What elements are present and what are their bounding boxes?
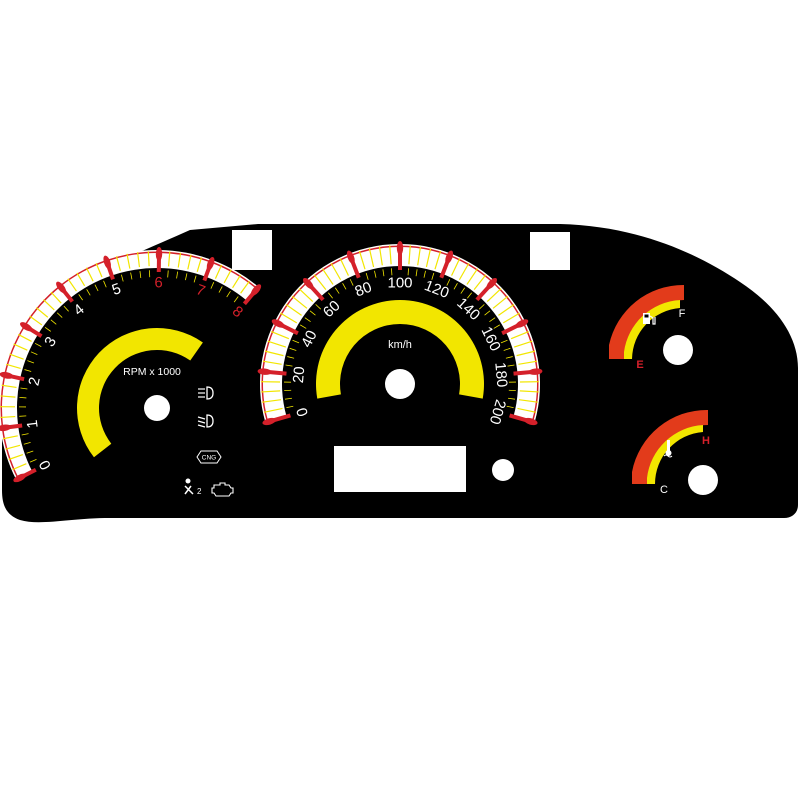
temp-needle-hub [688, 465, 718, 495]
speedometer-unit-label: km/h [388, 339, 412, 351]
temp-cold-label: C [660, 484, 668, 496]
fuel-empty-label: E [636, 359, 643, 371]
tachometer-needle-hub [144, 395, 170, 421]
temp-hot-label: H [702, 435, 710, 447]
fuel-full-label: F [679, 308, 686, 320]
svg-text:2: 2 [197, 487, 202, 496]
mounting-hole-right [530, 232, 570, 270]
speedometer-tick-marker [397, 241, 403, 255]
tachometer-inner-tick [19, 397, 26, 398]
speedometer-label: 100 [387, 274, 412, 291]
speedometer-needle-hub [385, 369, 415, 399]
tachometer-minor-tick [148, 251, 149, 266]
mounting-hole-left [232, 230, 272, 270]
tachometer-inner-tick [168, 270, 169, 277]
speedometer-label: 180 [491, 362, 510, 388]
trip-reset-knob[interactable] [492, 459, 514, 481]
fuel-needle-hub [663, 335, 693, 365]
tachometer-label: 6 [154, 274, 163, 291]
odometer-window [334, 446, 466, 492]
speedometer-label: 20 [290, 366, 308, 384]
tachometer-unit-label: RPM x 1000 [123, 366, 181, 378]
cng-label: CNG [202, 455, 216, 462]
